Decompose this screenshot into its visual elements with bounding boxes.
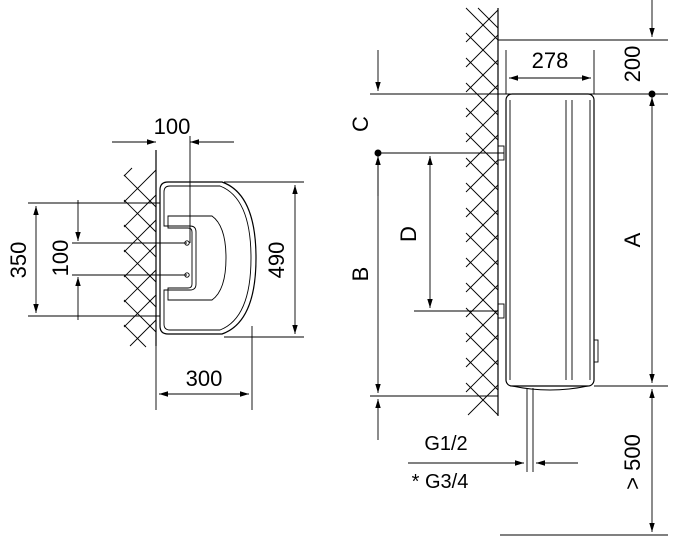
upper-bracket-point xyxy=(374,149,382,157)
top-view-dim-depth: 300 xyxy=(186,366,223,391)
side-view-dim-bottom-clearance: > 500 xyxy=(620,434,645,490)
heater-top-inner-outline xyxy=(163,185,252,331)
top-view-dim-hole-spacing: 100 xyxy=(48,240,73,277)
pipe-size-primary: G1/2 xyxy=(424,433,467,455)
top-reference-point xyxy=(648,90,656,98)
heater-top-notch xyxy=(167,215,227,301)
side-view-label-c: C xyxy=(348,116,373,132)
lower-bracket xyxy=(497,303,505,319)
side-view-dim-top-clearance: 200 xyxy=(620,46,645,83)
side-view: 200 278 A C B D G1/2 * G3/4 xyxy=(348,0,668,536)
side-view-label-a: A xyxy=(620,232,645,247)
heater-top-outline xyxy=(159,181,257,335)
side-view-dim-width: 278 xyxy=(532,48,569,73)
top-view-dim-wall-offset: 100 xyxy=(154,114,191,139)
heater-side-control xyxy=(593,339,599,363)
heater-side-body xyxy=(505,93,595,387)
side-view-label-b: B xyxy=(348,267,373,282)
side-view-label-d: D xyxy=(396,226,421,242)
top-view-dim-height: 490 xyxy=(264,242,289,279)
top-view-dim-mount-span: 350 xyxy=(6,242,31,279)
pipe-size-alt: * G3/4 xyxy=(412,471,469,493)
side-view-wall-hatch xyxy=(465,7,499,416)
top-view-wall-hatch xyxy=(123,167,157,348)
top-view: 100 350 100 490 300 xyxy=(6,114,304,410)
